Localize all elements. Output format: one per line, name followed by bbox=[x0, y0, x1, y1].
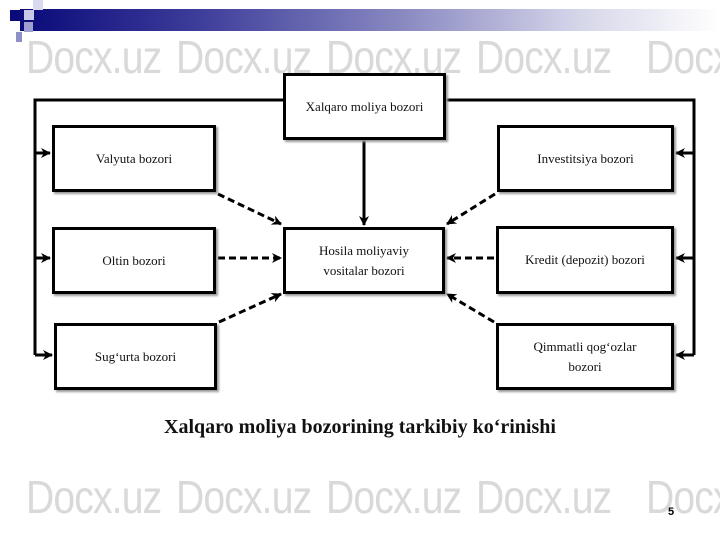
watermark: Docx.uz bbox=[326, 471, 462, 523]
box-international-market: Xalqaro moliya bozori bbox=[283, 73, 446, 140]
box-credit-market: Kredit (depozit) bozori bbox=[496, 226, 674, 294]
watermark: Docx.uz bbox=[476, 471, 612, 523]
box-currency-market: Valyuta bozori bbox=[52, 125, 216, 192]
decor-square bbox=[10, 10, 21, 21]
watermark: Docx.uz bbox=[26, 471, 162, 523]
decor-square bbox=[24, 10, 34, 20]
page-number: 5 bbox=[668, 506, 675, 518]
box-investment-market: Investitsiya bozori bbox=[497, 125, 674, 192]
header-gradient-band bbox=[20, 9, 720, 31]
box-gold-market: Oltin bozori bbox=[52, 227, 216, 294]
watermark: Docx.uz bbox=[26, 31, 162, 83]
watermark: Docx.uz bbox=[646, 471, 720, 523]
decor-square bbox=[24, 22, 33, 32]
watermark: Docx.uz bbox=[476, 31, 612, 83]
watermark: Docx.uz bbox=[646, 31, 720, 83]
box-insurance-market: Sug‘urta bozori bbox=[54, 323, 217, 390]
box-securities-market: Qimmatli qog‘ozlar bozori bbox=[496, 323, 674, 390]
diagram-caption: Xalqaro moliya bozorining tarkibiy ko‘ri… bbox=[164, 416, 556, 438]
watermark: Docx.uz bbox=[176, 471, 312, 523]
decor-square bbox=[33, 0, 43, 10]
decor-square bbox=[16, 32, 22, 42]
box-derivatives-market: Hosila moliyaviy vositalar bozori bbox=[283, 227, 445, 294]
